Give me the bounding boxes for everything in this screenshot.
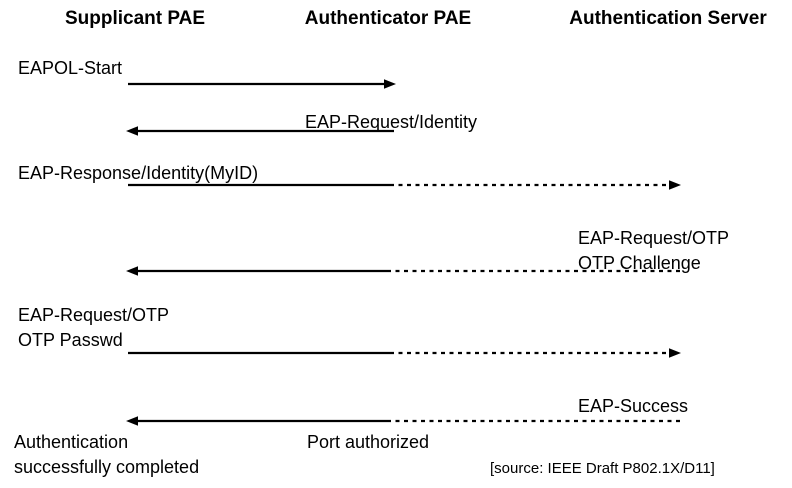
annotation-authentication-complete: Authentication successfully completed bbox=[14, 430, 199, 480]
annotation-port-authorized: Port authorized bbox=[307, 430, 429, 455]
annotation-authentication-complete-line2: successfully completed bbox=[14, 457, 200, 477]
annotation-authentication-complete-line1: Authentication bbox=[14, 432, 129, 452]
lane-header-auth-server: Authentication Server bbox=[569, 8, 766, 30]
message-label-eap-request-otp-challenge-line1: EAP-Request/OTP bbox=[578, 228, 730, 248]
lane-header-supplicant: Supplicant PAE bbox=[65, 8, 205, 30]
lane-header-authenticator: Authenticator PAE bbox=[305, 8, 471, 30]
message-label-eap-response-identity-text: EAP-Response/Identity(MyID) bbox=[18, 163, 259, 183]
message-label-eap-response-otp-passwd-line1: EAP-Request/OTP bbox=[18, 305, 170, 325]
message-label-eap-response-identity: EAP-Response/Identity(MyID) bbox=[18, 161, 258, 186]
arrow-eapol-start bbox=[128, 79, 396, 89]
message-label-eap-success-text: EAP-Success bbox=[578, 396, 689, 416]
message-label-eap-response-otp-passwd: EAP-Request/OTP OTP Passwd bbox=[18, 303, 169, 353]
message-label-eapol-start: EAPOL-Start bbox=[18, 56, 122, 81]
message-label-eap-success: EAP-Success bbox=[578, 394, 688, 419]
arrow-eap-response-otp-passwd bbox=[128, 348, 681, 358]
message-label-eap-request-otp-challenge-line2: OTP Challenge bbox=[578, 253, 701, 273]
annotation-port-authorized-text: Port authorized bbox=[307, 432, 430, 452]
lane-header-auth-server-label: Authentication Server bbox=[569, 8, 767, 29]
message-label-eap-request-otp-challenge: EAP-Request/OTP OTP Challenge bbox=[578, 226, 729, 276]
source-note: [source: IEEE Draft P802.1X/D11] bbox=[490, 460, 715, 477]
message-label-eap-request-identity-text: EAP-Request/Identity bbox=[304, 112, 478, 132]
message-label-eap-request-identity: EAP-Request/Identity bbox=[305, 110, 477, 135]
lane-header-supplicant-label: Supplicant PAE bbox=[64, 8, 206, 29]
message-label-eapol-start-text: EAPOL-Start bbox=[18, 58, 123, 78]
lane-header-authenticator-label: Authenticator PAE bbox=[304, 8, 472, 29]
source-note-text: [source: IEEE Draft P802.1X/D11] bbox=[490, 460, 715, 477]
message-label-eap-response-otp-passwd-line2: OTP Passwd bbox=[18, 330, 123, 350]
